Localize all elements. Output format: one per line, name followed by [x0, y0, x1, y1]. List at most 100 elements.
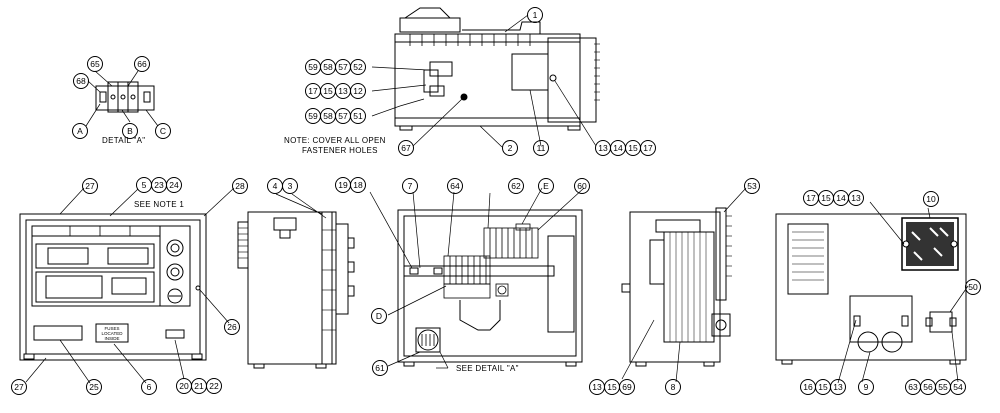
balloon-17: 17	[305, 83, 321, 99]
balloon-22: 22	[206, 378, 222, 394]
balloon-56: 56	[920, 379, 936, 395]
balloon-13: 13	[335, 83, 351, 99]
balloon-4: 4	[267, 178, 283, 194]
svg-text:65: 65	[90, 59, 100, 69]
balloon-2: 2	[502, 140, 518, 156]
svg-text:25: 25	[89, 382, 99, 392]
balloon-13: 13	[595, 140, 611, 156]
balloon-54: 54	[950, 379, 966, 395]
balloon-25: 25	[86, 379, 102, 395]
svg-text:24: 24	[169, 180, 179, 190]
svg-text:62: 62	[511, 181, 521, 191]
balloon-59: 59	[305, 108, 321, 124]
svg-text:56: 56	[923, 382, 933, 392]
svg-text:E: E	[543, 181, 549, 191]
balloon-65: 65	[87, 56, 103, 72]
svg-text:23: 23	[154, 180, 164, 190]
svg-text:17: 17	[806, 193, 816, 203]
balloon-61: 61	[372, 360, 388, 376]
balloon-16: 16	[800, 379, 816, 395]
back-view	[775, 213, 967, 365]
interior-leaders	[369, 187, 585, 369]
balloon-55: 55	[935, 379, 951, 395]
balloon-15: 15	[604, 379, 620, 395]
svg-text:5: 5	[142, 180, 147, 190]
front-view	[19, 213, 207, 361]
svg-text:13: 13	[851, 193, 861, 203]
balloon-13: 13	[848, 190, 864, 206]
balloon-7: 7	[402, 178, 418, 194]
svg-text:67: 67	[401, 143, 411, 153]
right-side-leaders	[621, 187, 747, 383]
svg-text:10: 10	[926, 194, 936, 204]
svg-text:15: 15	[628, 143, 638, 153]
balloon-59: 59	[305, 59, 321, 75]
balloon-68: 68	[73, 73, 89, 89]
svg-text:C: C	[160, 126, 166, 136]
top-view	[394, 7, 600, 131]
balloon-C: C	[155, 123, 171, 139]
balloon-24: 24	[166, 177, 182, 193]
balloon-8: 8	[665, 379, 681, 395]
svg-text:11: 11	[537, 143, 546, 153]
svg-text:61: 61	[375, 363, 385, 373]
svg-text:58: 58	[323, 111, 333, 121]
back-view-leaders	[837, 201, 969, 384]
balloon-20: 20	[176, 378, 192, 394]
balloon-A: A	[72, 123, 88, 139]
svg-text:15: 15	[323, 86, 333, 96]
balloon-13: 13	[589, 379, 605, 395]
balloon-66: 66	[134, 56, 150, 72]
svg-text:53: 53	[747, 181, 757, 191]
balloon-9: 9	[858, 379, 874, 395]
balloon-3: 3	[282, 178, 298, 194]
svg-text:15: 15	[818, 382, 828, 392]
balloon-D: D	[371, 308, 387, 324]
balloon-17: 17	[803, 190, 819, 206]
svg-text:13: 13	[592, 382, 602, 392]
svg-text:50: 50	[968, 282, 978, 292]
svg-text:63: 63	[908, 382, 918, 392]
svg-text:A: A	[77, 126, 83, 136]
balloon-17: 17	[640, 140, 656, 156]
svg-text:4: 4	[273, 181, 278, 191]
balloon-21: 21	[191, 378, 207, 394]
balloon-52: 52	[350, 59, 366, 75]
balloon-10: 10	[923, 191, 939, 207]
balloon-58: 58	[320, 108, 336, 124]
svg-text:60: 60	[577, 181, 587, 191]
svg-text:17: 17	[643, 143, 653, 153]
svg-text:13: 13	[598, 143, 608, 153]
svg-text:2: 2	[508, 143, 513, 153]
svg-text:15: 15	[821, 193, 831, 203]
svg-text:55: 55	[938, 382, 948, 392]
note-cover-holes-line2: FASTENER HOLES	[302, 146, 378, 155]
svg-text:19: 19	[338, 180, 348, 190]
right-side-view	[621, 207, 732, 367]
svg-text:16: 16	[803, 382, 813, 392]
svg-text:D: D	[376, 311, 382, 321]
balloon-12: 12	[350, 83, 366, 99]
balloon-60: 60	[574, 178, 590, 194]
callout-balloons: 1 2 59 58 57 52 17 15 13 12 59 58 57 51 …	[11, 7, 981, 395]
balloon-14: 14	[610, 140, 626, 156]
balloon-1: 1	[527, 7, 543, 23]
svg-text:15: 15	[607, 382, 617, 392]
svg-text:20: 20	[179, 381, 189, 391]
svg-text:18: 18	[353, 180, 363, 190]
top-view-leaders	[371, 14, 597, 148]
note-cover-holes-line1: NOTE: COVER ALL OPEN	[284, 136, 386, 145]
svg-text:3: 3	[288, 181, 293, 191]
left-side-leaders	[275, 193, 327, 219]
detail-a-title: DETAIL "A"	[102, 136, 145, 145]
svg-text:B: B	[127, 126, 133, 136]
svg-text:58: 58	[323, 62, 333, 72]
detail-a-leaders	[85, 70, 159, 127]
balloon-69: 69	[619, 379, 635, 395]
balloon-B: B	[122, 123, 138, 139]
svg-text:27: 27	[14, 382, 24, 392]
balloon-67: 67	[398, 140, 414, 156]
interior-view	[397, 209, 583, 367]
left-side-view	[237, 211, 355, 369]
svg-text:57: 57	[338, 111, 348, 121]
